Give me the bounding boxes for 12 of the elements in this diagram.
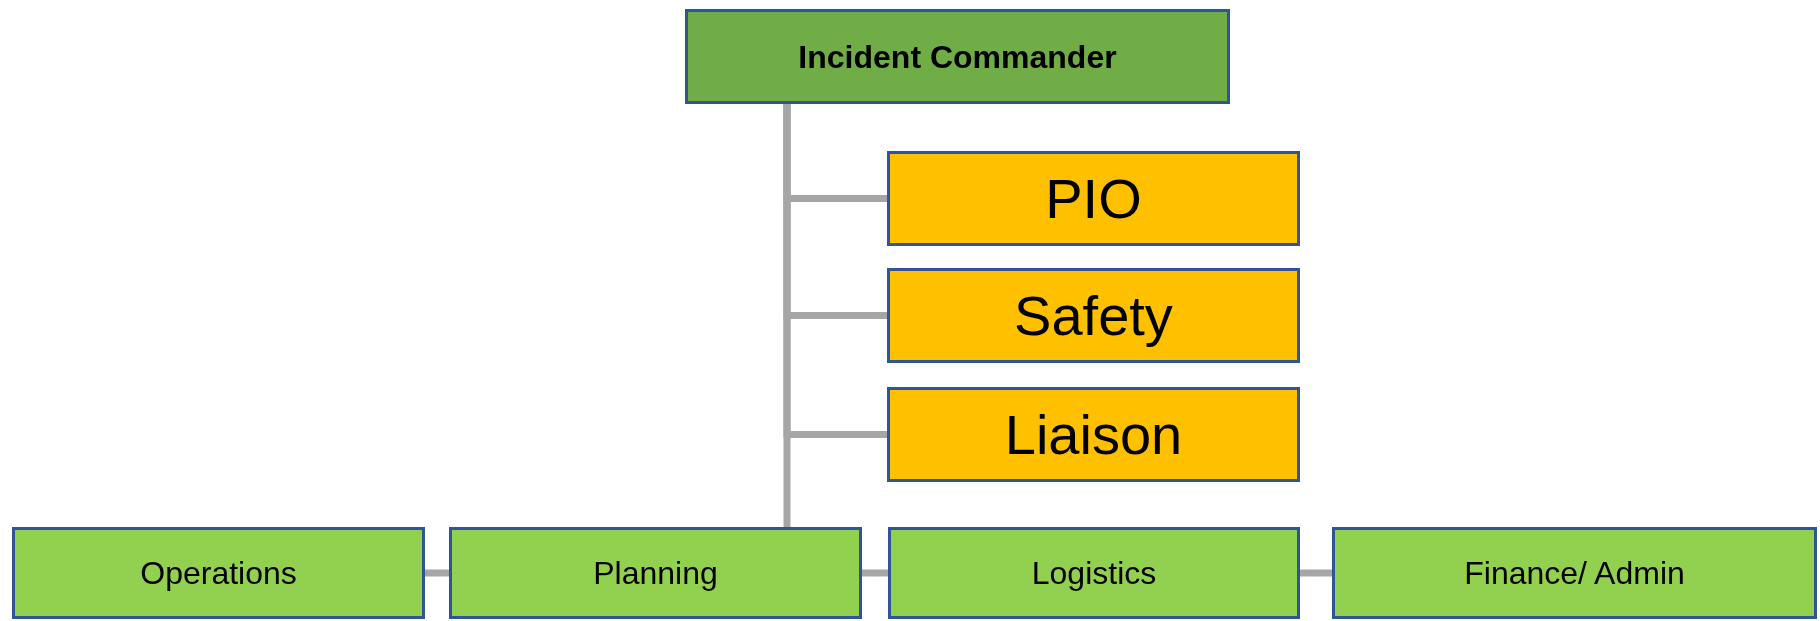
org-box: Logistics (888, 527, 1300, 619)
org-box: Incident Commander (685, 9, 1230, 104)
org-box: Safety (887, 268, 1300, 363)
connector-line (425, 569, 449, 577)
connector-line (1300, 569, 1332, 577)
org-box: Operations (12, 527, 425, 619)
org-box: Liaison (887, 387, 1300, 482)
org-box: Finance/ Admin (1332, 527, 1817, 619)
org-box: PIO (887, 151, 1300, 246)
org-box: Planning (449, 527, 862, 619)
connector-line (783, 104, 791, 527)
connector-line (862, 569, 888, 577)
